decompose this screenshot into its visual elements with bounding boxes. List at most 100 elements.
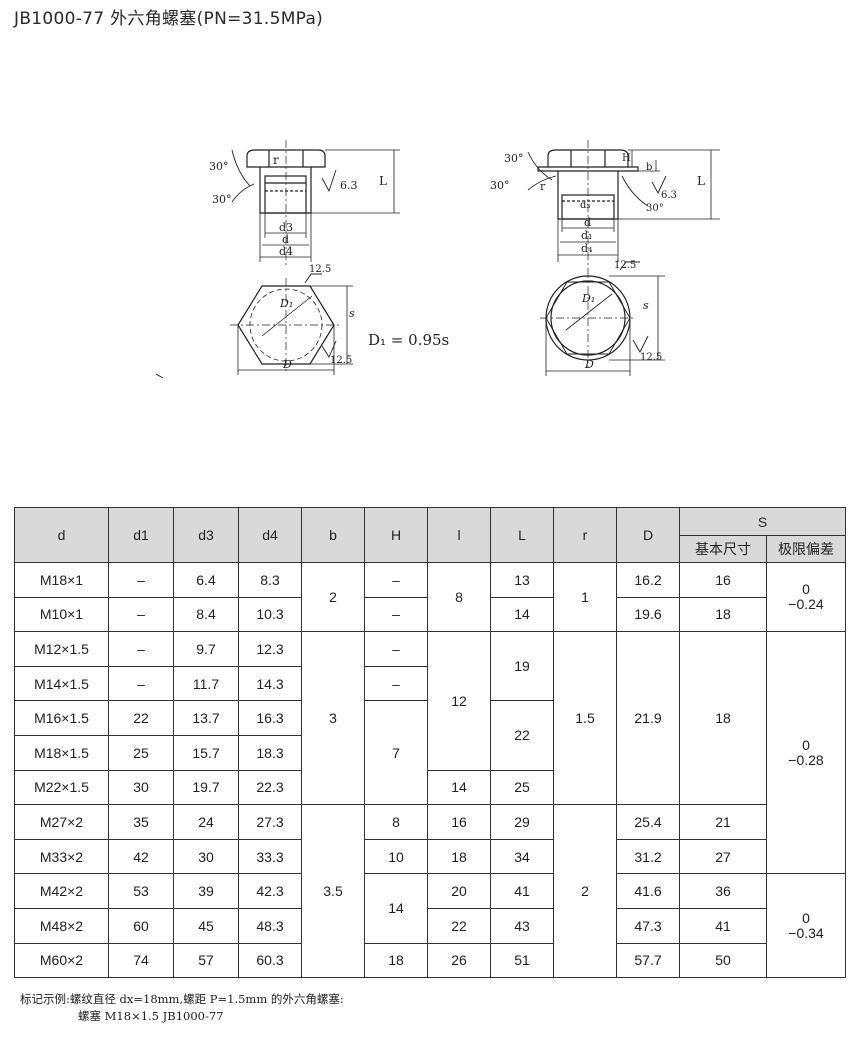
cell-l: 26 bbox=[427, 942, 491, 979]
cell-S-basic: 50 bbox=[679, 942, 767, 979]
right-angle-right: 30° bbox=[646, 203, 664, 214]
cell-d4: 22.3 bbox=[238, 769, 302, 806]
cell-r: 1.5 bbox=[553, 631, 617, 806]
header-d1: d1 bbox=[108, 507, 174, 563]
header-d3: d3 bbox=[173, 507, 239, 563]
cell-d1: 74 bbox=[108, 942, 174, 979]
cell-D: 25.4 bbox=[616, 804, 680, 840]
left-d-label: d bbox=[282, 233, 289, 246]
cell-d1: 30 bbox=[108, 769, 174, 806]
cell-d3: 24 bbox=[173, 804, 239, 840]
cell-d3: 11.7 bbox=[173, 665, 239, 702]
cell-d4: 27.3 bbox=[238, 804, 302, 840]
cell-H: 14 bbox=[364, 873, 428, 944]
marking-example-line2: 螺塞 M18×1.5 JB1000-77 bbox=[78, 1009, 224, 1023]
header-L: L bbox=[490, 507, 554, 563]
cell-d: M33×2 bbox=[14, 838, 109, 875]
cell-d1: – bbox=[108, 631, 174, 667]
cell-H: – bbox=[364, 631, 428, 667]
cell-L: 19 bbox=[490, 631, 554, 702]
right-D-label: D bbox=[584, 358, 594, 371]
right-L-label: L bbox=[697, 174, 705, 188]
cell-l: 20 bbox=[427, 873, 491, 909]
left-D1-label: D₁ bbox=[279, 297, 293, 310]
deviation-upper: 0 bbox=[802, 581, 810, 598]
formula-caption: D₁ = 0.95s bbox=[368, 331, 450, 349]
left-d4-label: d4 bbox=[279, 245, 293, 258]
cell-H: 18 bbox=[364, 942, 428, 979]
right-hex-head bbox=[547, 149, 629, 168]
cell-d: M12×1.5 bbox=[14, 631, 109, 667]
cell-l: 18 bbox=[427, 838, 491, 875]
cell-d3: 6.4 bbox=[173, 562, 239, 598]
cell-d4: 33.3 bbox=[238, 838, 302, 875]
header-b: b bbox=[301, 507, 365, 563]
left-angle-bottom: 30° bbox=[212, 193, 232, 206]
left-rough-label: 6.3 bbox=[340, 179, 358, 192]
cell-d4: 14.3 bbox=[238, 665, 302, 702]
right-d1-label: d₁ bbox=[581, 229, 592, 242]
cell-S-basic: 27 bbox=[679, 838, 767, 875]
cell-d: M42×2 bbox=[14, 873, 109, 909]
right-rough-label: 6.3 bbox=[661, 190, 677, 201]
deviation-lower: −0.28 bbox=[788, 751, 824, 768]
cell-d4: 42.3 bbox=[238, 873, 302, 909]
header-d: d bbox=[14, 507, 109, 563]
right-D1-label: D₁ bbox=[581, 292, 595, 305]
cell-d4: 12.3 bbox=[238, 631, 302, 667]
left-D-label: D bbox=[282, 358, 292, 371]
cell-D: 31.2 bbox=[616, 838, 680, 875]
cell-d1: 25 bbox=[108, 734, 174, 771]
cell-H: – bbox=[364, 665, 428, 702]
spec-table: d d1 d3 d4 b H l L r D S 基本尺寸 极限偏差 M18×1… bbox=[14, 507, 846, 979]
cell-d4: 16.3 bbox=[238, 700, 302, 736]
cell-H: 7 bbox=[364, 700, 428, 806]
table-row: M18×1 – 6.4 8.3 2 – 8 13 1 16.2 16 0−0.2… bbox=[14, 561, 846, 633]
marking-example: 标记示例:螺纹直径 dx=18mm,螺距 P=1.5mm 的外六角螺塞: 螺塞 … bbox=[20, 991, 344, 1025]
cell-d: M16×1.5 bbox=[14, 700, 109, 736]
cell-L: 14 bbox=[490, 596, 554, 633]
header-r: r bbox=[553, 507, 617, 563]
cell-S-deviation: 0−0.24 bbox=[766, 561, 846, 633]
cell-d1: 35 bbox=[108, 804, 174, 840]
right-d4-label: d₄ bbox=[581, 242, 593, 255]
right-b-label: b bbox=[646, 162, 652, 173]
cell-b: 3 bbox=[301, 631, 365, 806]
cell-H: 8 bbox=[364, 804, 428, 840]
table-row: M27×2 35 24 27.3 3.5 8 16 29 2 25.4 21 bbox=[14, 804, 846, 979]
header-l: l bbox=[427, 507, 491, 563]
table-row: M22×1.5 30 19.7 22.3 14 25 bbox=[14, 769, 846, 806]
left-thread-body bbox=[259, 167, 312, 214]
cell-S-basic: 18 bbox=[679, 596, 767, 633]
deviation-upper: 0 bbox=[802, 909, 810, 926]
cell-l: 14 bbox=[427, 769, 491, 806]
right-d3-label: d₃ bbox=[580, 200, 590, 211]
cell-L: 43 bbox=[490, 907, 554, 944]
deviation-lower: −0.34 bbox=[788, 924, 824, 941]
cell-D: 16.2 bbox=[616, 562, 680, 598]
header-d4: d4 bbox=[238, 507, 302, 563]
left-hex-head bbox=[246, 149, 326, 168]
right-rough-bottom: 12.5 bbox=[640, 352, 662, 363]
cell-l: 22 bbox=[427, 907, 491, 944]
right-angle-top: 30° bbox=[504, 152, 524, 165]
cell-d1: 53 bbox=[108, 873, 174, 909]
header-S-basic: 基本尺寸 bbox=[679, 535, 767, 563]
cell-l: 16 bbox=[427, 804, 491, 840]
cell-d3: 45 bbox=[173, 907, 239, 944]
table-row: M18×1.5 25 15.7 18.3 bbox=[14, 734, 846, 771]
cell-l: 12 bbox=[427, 631, 491, 771]
cell-d: M18×1 bbox=[14, 562, 109, 598]
left-L-label: L bbox=[379, 174, 387, 188]
header-S: S bbox=[679, 507, 846, 536]
cell-b: 2 bbox=[301, 561, 365, 633]
cell-d3: 9.7 bbox=[173, 631, 239, 667]
cell-r: 2 bbox=[553, 804, 617, 979]
deviation-upper: 0 bbox=[802, 736, 810, 753]
cell-d3: 15.7 bbox=[173, 734, 239, 771]
deviation-lower: −0.24 bbox=[788, 596, 824, 613]
page-title: JB1000-77 外六角螺塞(PN=31.5MPa) bbox=[14, 9, 324, 29]
table-row: M42×2 53 39 42.3 14 20 41 41.6 36 0−0.34 bbox=[14, 873, 846, 979]
cell-D: 21.9 bbox=[616, 631, 680, 806]
right-r-label: r bbox=[540, 180, 546, 193]
